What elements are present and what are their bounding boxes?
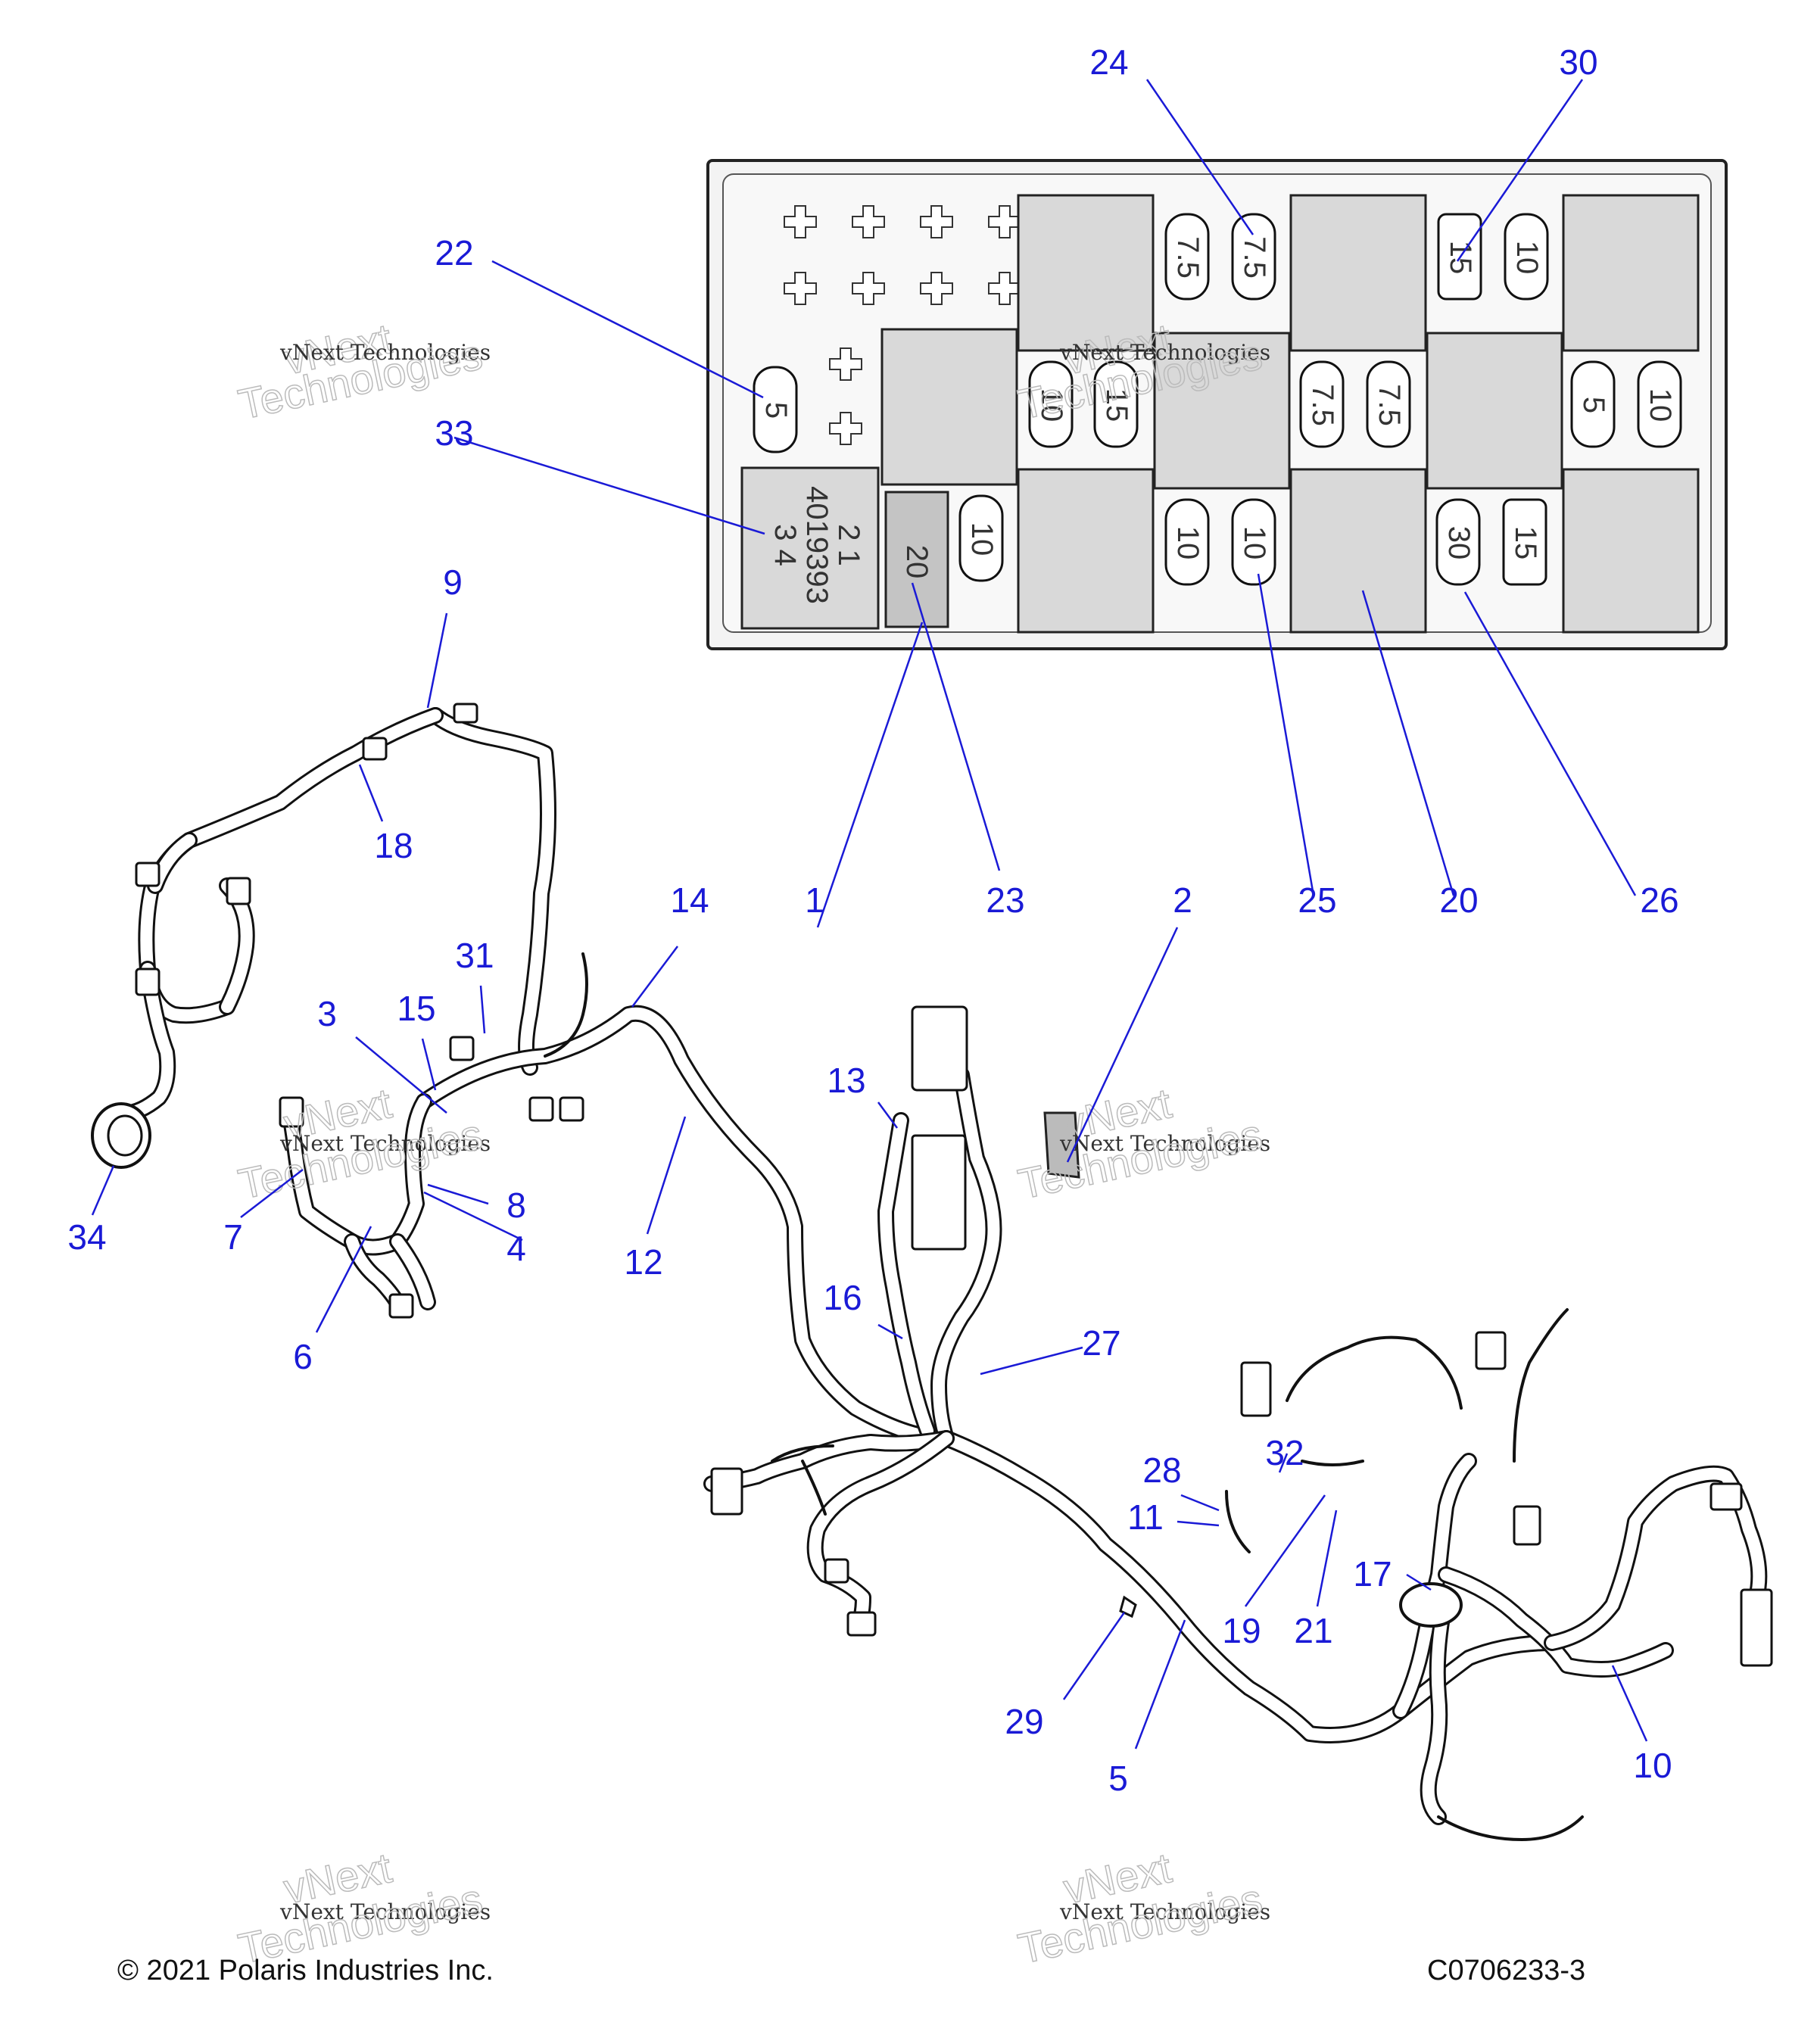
fuse-rating: 7.5 [1238,236,1271,279]
callout-32: 32 [1265,1433,1304,1472]
callout-34: 34 [67,1217,106,1257]
relay-label-line-2: 4019393 [800,486,834,604]
callout-2: 2 [1173,880,1192,920]
callout-26: 26 [1640,880,1678,920]
footer: © 2021 Polaris Industries Inc. C0706233-… [117,1955,1585,1986]
callout-8: 8 [506,1186,526,1225]
callout-21: 21 [1294,1611,1332,1650]
callout-24: 24 [1089,42,1128,82]
watermark-text: vNext Technologies [279,340,491,365]
relay-group [880,194,1700,634]
callout-6: 6 [293,1337,313,1376]
drawing-number: C0706233-3 [1427,1955,1585,1986]
fuse-rating: 5 [1577,397,1610,413]
callout-23: 23 [986,880,1024,920]
callout-labels: 1 2 3 4 5 6 7 8 9 10 11 12 13 14 15 16 1… [67,42,1678,1798]
watermark-text: vNext Technologies [1059,340,1270,365]
fuse-rating: 10 [965,522,999,556]
callout-31: 31 [455,936,494,975]
callout-14: 14 [670,880,709,920]
callout-11: 11 [1127,1497,1164,1537]
watermark-text: vNext Technologies [1059,1131,1270,1156]
copyright-text: © 2021 Polaris Industries Inc. [117,1955,494,1986]
fuse-rating: 7.5 [1373,384,1406,426]
fuse-rating: 20 [900,545,933,579]
callout-15: 15 [397,989,435,1028]
callout-12: 12 [624,1242,662,1282]
fuse-rating: 7.5 [1306,384,1339,426]
fuse-row-top: 7.5 7.5 15 10 [1164,213,1549,301]
callout-22: 22 [435,233,473,273]
callout-17: 17 [1353,1554,1392,1594]
callout-9: 9 [443,562,463,602]
fuse-row-middle: 5 10 15 7.5 7.5 5 10 [753,360,1682,453]
callout-4: 4 [506,1229,526,1268]
fuse-rating: 30 [1442,526,1476,560]
fuse-rating: 15 [1100,388,1133,422]
callout-30: 30 [1559,42,1597,82]
watermark-text: vNext Technologies [279,1899,491,1924]
callout-10: 10 [1633,1746,1672,1785]
fuse-box: 2 1 4019393 3 4 7.5 7.5 15 10 5 10 15 7.… [706,159,1728,650]
fuse-rating: 5 [759,402,793,419]
relay-label-line-1: 2 1 [832,524,865,566]
grommet [1399,1582,1463,1628]
callout-28: 28 [1142,1450,1181,1490]
callout-18: 18 [374,826,413,865]
watermark-text: vNext Technologies [1059,1899,1270,1924]
fuse-rating: 10 [1510,241,1544,275]
connector-group [135,703,1773,1667]
relay-label-line-3: 3 4 [768,524,802,566]
fuse-row-bottom: 20 10 10 10 30 15 [884,491,1547,628]
fuse-rating: 10 [1644,388,1677,422]
gauge-connector [91,1102,151,1169]
callout-33: 33 [435,413,473,453]
callout-1: 1 [805,880,824,920]
fuse-rating: 15 [1509,526,1542,560]
callout-19: 19 [1222,1611,1261,1650]
callout-29: 29 [1005,1702,1043,1741]
callout-25: 25 [1298,880,1336,920]
watermark-text: vNext Technologies [279,1131,491,1156]
callout-7: 7 [223,1217,243,1257]
terminal-cross-group [784,205,1021,445]
leader-lines [91,79,1648,1750]
callout-27: 27 [1082,1323,1120,1363]
callout-16: 16 [823,1278,862,1317]
wiring-harness [91,703,1773,1841]
callout-5: 5 [1108,1759,1128,1798]
callout-3: 3 [317,994,337,1033]
callout-20: 20 [1439,880,1478,920]
main-relay: 2 1 4019393 3 4 [740,466,880,630]
callout-13: 13 [827,1061,865,1100]
fuse-rating: 10 [1238,526,1271,560]
fuse-rating: 10 [1035,388,1068,422]
fuse-rating: 10 [1171,526,1205,560]
cable-tie [1119,1595,1137,1619]
label-decal [1043,1111,1080,1179]
fuse-rating: 7.5 [1171,236,1205,279]
